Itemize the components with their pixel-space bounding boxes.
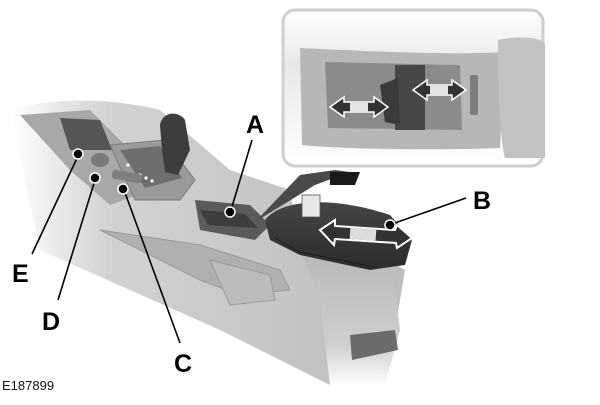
callout-b: B bbox=[473, 187, 492, 215]
leader-lines bbox=[31, 139, 467, 344]
slide-arrow-right-icon bbox=[411, 78, 468, 102]
center-console bbox=[10, 100, 414, 386]
callout-c: C bbox=[174, 350, 193, 378]
callout-a: A bbox=[246, 111, 265, 139]
slide-arrow-left-icon bbox=[328, 95, 390, 119]
callout-d: D bbox=[42, 308, 61, 336]
callout-e: E bbox=[12, 260, 29, 288]
slide-arrow-icon bbox=[318, 218, 414, 250]
inset-detail bbox=[281, 8, 545, 168]
figure-id: E187899 bbox=[2, 378, 55, 393]
